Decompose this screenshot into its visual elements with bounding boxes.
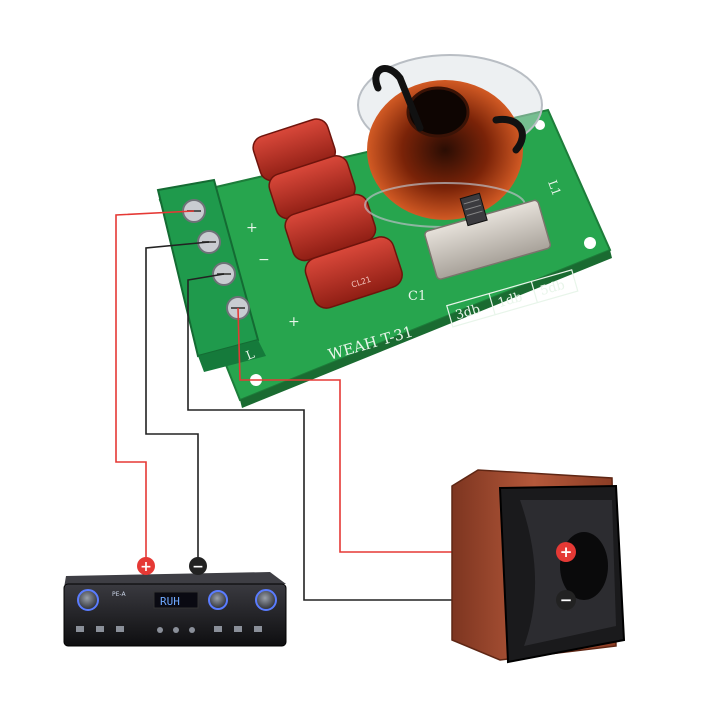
volume-knob[interactable] xyxy=(77,589,99,611)
capacitor: CL21 xyxy=(304,236,403,309)
amp-minus-label: − xyxy=(192,559,204,575)
amp-control-row xyxy=(76,626,262,633)
wiring xyxy=(115,210,564,601)
speaker-minus-marker: − xyxy=(556,590,576,610)
black-wire-board-to-speaker xyxy=(187,273,560,601)
mount-hole xyxy=(535,120,545,130)
minus-icon xyxy=(556,590,576,610)
switch-position-labels: 3db 1db 5db xyxy=(446,269,579,328)
amp-plus-marker: + xyxy=(137,557,155,575)
terminal-label-plus-2: + xyxy=(288,314,300,330)
mount-hole xyxy=(584,237,596,249)
amplifier: PE-A RUH xyxy=(63,572,287,647)
coil-zip-tie xyxy=(492,115,526,154)
amp-jack[interactable] xyxy=(157,627,163,633)
amp-plus-label: + xyxy=(140,559,152,575)
tweeter-speaker xyxy=(451,469,626,664)
inductor-coil xyxy=(357,54,543,228)
black-wire-amp-to-board xyxy=(145,241,210,562)
terminal-label-plus-1: + xyxy=(246,220,258,236)
amp-button[interactable] xyxy=(234,626,242,632)
balance-knob[interactable] xyxy=(255,589,277,611)
red-wire-amp-to-board xyxy=(115,210,195,562)
amp-button[interactable] xyxy=(76,626,84,632)
capacitor-bank: CL21 xyxy=(252,118,403,309)
amp-display xyxy=(153,591,199,609)
speaker-minus-label: − xyxy=(560,591,573,609)
coil-core xyxy=(406,86,470,138)
attenuation-switch[interactable] xyxy=(418,178,552,280)
red-wire-board-to-speaker xyxy=(237,307,564,553)
speaker-plus-marker: + xyxy=(556,542,576,562)
amp-button[interactable] xyxy=(116,626,124,632)
tone-knob[interactable] xyxy=(208,590,228,610)
amp-display-text: RUH xyxy=(160,595,180,608)
switch-label-3db: 3db xyxy=(454,302,482,323)
amp-button[interactable] xyxy=(214,626,222,632)
minus-icon xyxy=(189,557,207,575)
coil-zip-tie xyxy=(372,65,424,132)
crossover-board: + − + L CL21 C1 xyxy=(156,54,612,408)
amp-jack[interactable] xyxy=(189,627,195,633)
pcb-edge xyxy=(240,250,612,408)
switch-label-1db: 1db xyxy=(496,290,524,311)
plus-icon xyxy=(556,542,576,562)
amp-button[interactable] xyxy=(96,626,104,632)
amp-minus-marker: − xyxy=(189,557,207,575)
amp-model-text: PE-A xyxy=(112,591,126,598)
speaker-plus-label: + xyxy=(560,543,573,561)
capacitor-label: C1 xyxy=(408,289,426,304)
plus-icon xyxy=(137,557,155,575)
terminal-label-minus: − xyxy=(258,252,270,268)
amp-button[interactable] xyxy=(254,626,262,632)
amp-jack[interactable] xyxy=(173,627,179,633)
coil-label: L1 xyxy=(545,178,563,197)
switch-label-5db: 5db xyxy=(538,278,566,299)
